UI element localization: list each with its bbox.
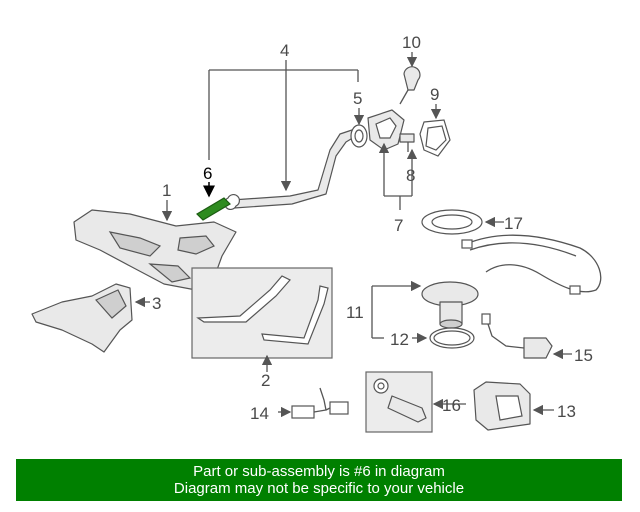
- part-8-bolt: [399, 133, 418, 196]
- callout-16: 16: [442, 396, 461, 415]
- part-4-filler-pipe: [208, 60, 359, 210]
- part-14-sensor: [278, 387, 349, 419]
- callout-10: 10: [402, 33, 421, 52]
- callout-3: 3: [152, 294, 161, 313]
- part-7-fuel-door: [367, 109, 412, 210]
- callout-13: 13: [557, 402, 576, 421]
- part-2-straps: [191, 267, 333, 372]
- callout-8: 8: [406, 166, 415, 185]
- callout-9: 9: [430, 85, 439, 104]
- part-12-o-ring: [412, 327, 475, 349]
- callout-4: 4: [280, 41, 289, 60]
- callout-6: 6: [203, 164, 212, 183]
- callout-17: 17: [504, 214, 523, 233]
- callout-5: 5: [353, 89, 362, 108]
- part-17-lock-ring: [421, 209, 504, 235]
- part-6-filler-hose: [196, 182, 231, 221]
- callout-12: 12: [390, 330, 409, 349]
- info-banner: Part or sub-assembly is #6 in diagram Di…: [16, 459, 622, 501]
- part-3-heat-shield: [31, 283, 150, 353]
- part-13-bracket: [473, 381, 554, 431]
- wiring-harness: [461, 234, 602, 295]
- part-9-seal: [419, 104, 451, 157]
- part-11-fuel-pump-module: [371, 280, 479, 339]
- part-15-sender-unit: [481, 313, 572, 360]
- callout-14: 14: [250, 404, 269, 423]
- callout-15: 15: [574, 346, 593, 365]
- part-5-gasket: [350, 108, 368, 148]
- banner-line-1: Part or sub-assembly is #6 in diagram: [193, 463, 445, 480]
- callout-2: 2: [261, 371, 270, 390]
- callout-1: 1: [162, 181, 171, 200]
- callout-11: 11: [346, 303, 364, 322]
- part-16-fuel-pump-kit: [365, 371, 466, 433]
- callout-7: 7: [394, 216, 403, 235]
- part-10-cap: [399, 52, 421, 105]
- banner-line-2: Diagram may not be specific to your vehi…: [173, 480, 465, 497]
